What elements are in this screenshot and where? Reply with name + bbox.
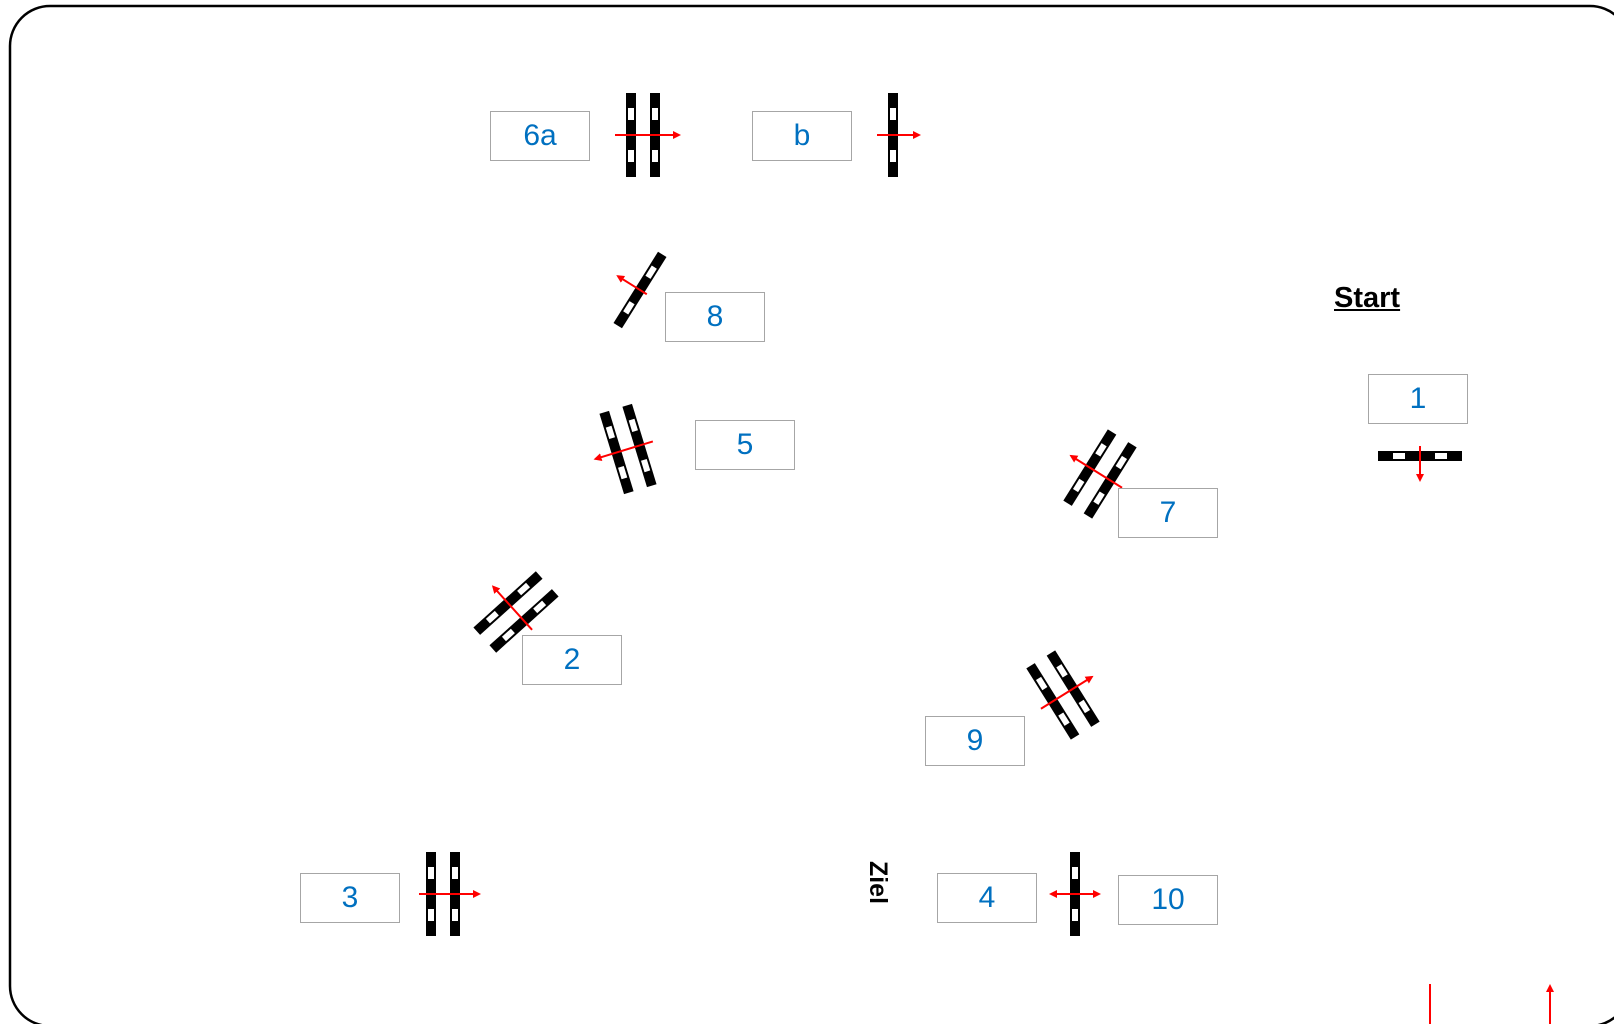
obstacle-8 — [613, 251, 667, 329]
obstacle-1 — [1378, 446, 1462, 482]
course-frame — [8, 4, 1614, 1024]
box-4: 4 — [937, 873, 1037, 923]
box-8: 8 — [665, 292, 765, 342]
box-9: 9 — [925, 716, 1025, 766]
box-10: 10 — [1118, 875, 1218, 925]
obstacle-3 — [419, 852, 481, 936]
box-b: b — [752, 111, 852, 161]
box-7: 7 — [1118, 488, 1218, 538]
obstacle-4-10 — [1049, 852, 1101, 936]
obstacle-5 — [593, 403, 657, 495]
box-3: 3 — [300, 873, 400, 923]
box-6a: 6a — [490, 111, 590, 161]
start-label: Start — [1334, 282, 1401, 314]
finish-label: Ziel — [864, 860, 893, 905]
obstacle-6a — [615, 93, 681, 177]
box-5: 5 — [695, 420, 795, 470]
obstacle-b — [877, 93, 921, 177]
box-1: 1 — [1368, 374, 1468, 424]
box-2: 2 — [522, 635, 622, 685]
obstacle-9 — [1026, 650, 1100, 740]
obstacle-7 — [1063, 429, 1137, 519]
obstacle-2 — [473, 571, 559, 653]
